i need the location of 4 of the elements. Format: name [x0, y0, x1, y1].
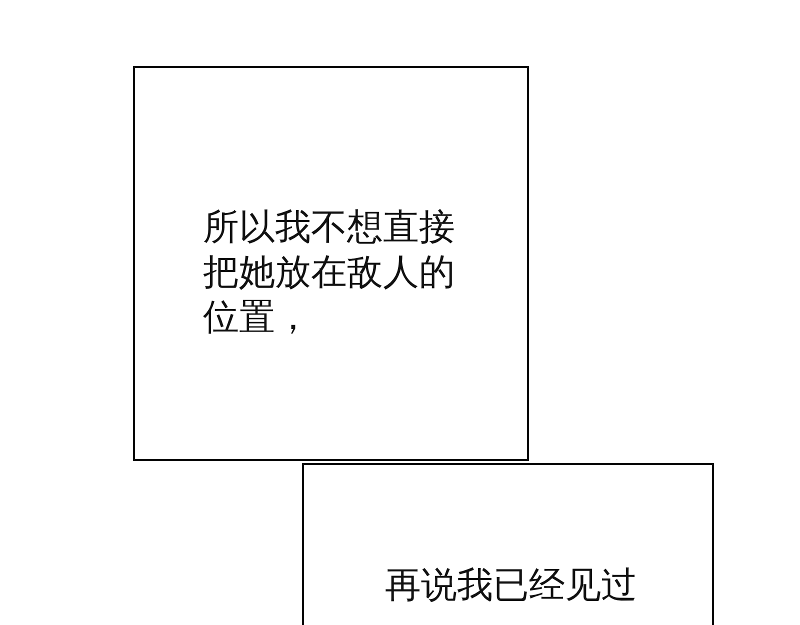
caption-box	[302, 463, 714, 625]
narration-text: 所以我不想直接把她放在敌人的位置，	[203, 206, 456, 340]
narration-text: 再说我已经见过	[385, 564, 638, 608]
caption-box	[133, 66, 529, 461]
